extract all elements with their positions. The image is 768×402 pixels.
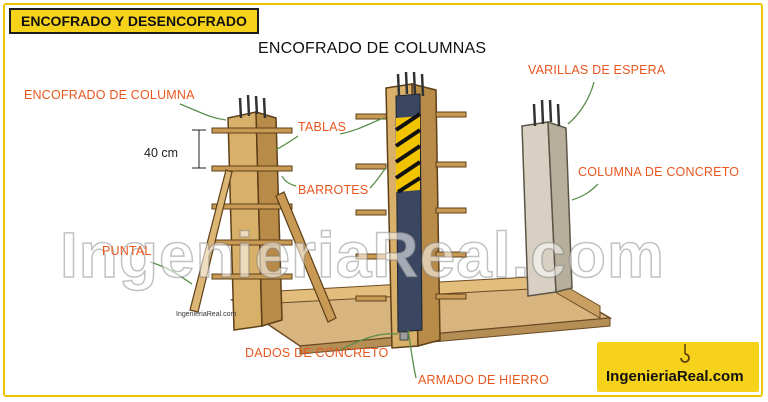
page-border — [3, 3, 763, 397]
logo-badge — [597, 342, 759, 392]
label-columna-concreto: COLUMNA DE CONCRETO — [578, 165, 740, 179]
label-puntal: PUNTAL — [102, 244, 152, 258]
label-barrotes: BARROTES — [298, 183, 369, 197]
image-credit: IngenieriaReal.com — [176, 311, 237, 318]
concrete-column — [521, 99, 573, 297]
label-encofrado-columna: ENCOFRADO DE COLUMNA — [24, 88, 195, 102]
watermark: IngenieriaReal.com — [59, 218, 665, 292]
leader-lines — [149, 81, 599, 379]
label-tablas: TABLAS — [298, 120, 347, 134]
hazard-stripes — [394, 112, 422, 194]
label-dados-concreto: DADOS DE CONCRETO — [245, 346, 389, 360]
label-varillas-espera: VARILLAS DE ESPERA — [528, 63, 666, 77]
page-title: ENCOFRADO DE COLUMNAS — [258, 40, 487, 57]
label-armado-hierro: ARMADO DE HIERRO — [418, 373, 549, 387]
dimension-marker — [192, 129, 206, 169]
label-dimension: 40 cm — [144, 146, 179, 160]
header-tag: ENCOFRADO Y DESENCOFRADO — [9, 8, 259, 34]
left-formwork — [189, 94, 337, 331]
logo-text: IngenieriaReal.com — [606, 368, 744, 385]
center-formwork — [355, 71, 467, 349]
crane-hook-icon — [680, 344, 690, 363]
